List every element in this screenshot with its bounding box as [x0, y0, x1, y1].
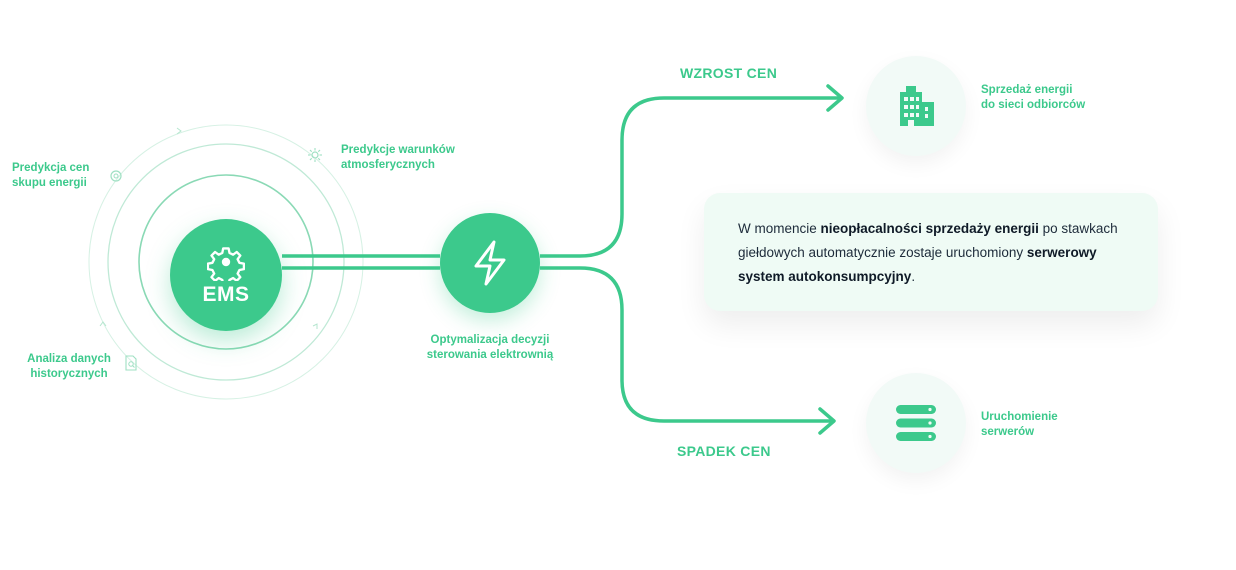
optimization-node	[440, 213, 540, 313]
weather-prediction-label: Predykcje warunków atmosferycznych	[341, 143, 455, 173]
info-text-2: po stawkach giełdowych automatycznie zos…	[738, 221, 1118, 260]
server-start-node	[866, 373, 966, 473]
server-start-line2: serwerów	[981, 426, 1035, 438]
server-icon	[896, 405, 936, 441]
ems-node: EMS	[170, 219, 282, 331]
optimization-line2: sterowania elektrownią	[426, 349, 554, 361]
orbit-ring-middle	[107, 143, 345, 381]
orbit-arrow-left	[99, 321, 107, 327]
lightning-bolt-icon	[474, 240, 506, 286]
energy-sale-line1: Sprzedaż energii	[981, 84, 1073, 96]
history-analysis-line1: Analiza danych	[27, 353, 111, 365]
info-box: W momencie nieopłacalności sprzedaży ene…	[704, 193, 1158, 311]
orbit-arrow-right	[312, 323, 318, 329]
weather-prediction-line1: Predykcje warunków	[341, 144, 455, 156]
branch-up-arrowhead	[826, 84, 844, 112]
server-start-label: Uruchomienie serwerów	[981, 410, 1058, 440]
orbit-ring-inner	[138, 174, 314, 350]
optimization-label: Optymalizacja decyzji sterowania elektro…	[410, 333, 570, 363]
info-text-3: .	[911, 269, 916, 284]
info-bold-1: nieopłacalności sprzedaży energii	[820, 221, 1039, 236]
gear-icon	[207, 247, 245, 281]
history-analysis-label: Analiza danych historycznych	[20, 352, 118, 382]
orbit-arrow-top	[176, 127, 182, 135]
price-up-label: WZROST CEN	[680, 65, 778, 81]
info-text-1: W momencie	[738, 221, 821, 236]
ems-label: EMS	[202, 283, 250, 306]
price-down-label: SPADEK CEN	[677, 443, 771, 459]
branch-down-arrowhead	[818, 407, 836, 435]
weather-prediction-line2: atmosferycznych	[341, 159, 435, 171]
optimization-line1: Optymalizacja decyzji	[430, 334, 550, 346]
branch-down-line	[540, 266, 832, 423]
history-analysis-line2: historycznych	[30, 368, 108, 380]
coin-icon	[110, 170, 122, 182]
energy-sale-node	[866, 56, 966, 156]
branch-up-line	[540, 96, 840, 258]
price-prediction-line2: skupu energii	[12, 177, 87, 189]
document-search-icon	[125, 355, 137, 371]
energy-sale-line2: do sieci odbiorców	[981, 99, 1086, 111]
building-icon	[900, 86, 934, 126]
orbit-ring-outer	[88, 124, 364, 400]
price-prediction-label: Predykcja cen skupu energii	[12, 161, 89, 191]
server-start-line1: Uruchomienie	[981, 411, 1058, 423]
price-prediction-line1: Predykcja cen	[12, 162, 90, 174]
energy-sale-label: Sprzedaż energii do sieci odbiorców	[981, 83, 1085, 113]
sun-icon	[308, 148, 322, 162]
info-bold-2: serwerowy system autokonsumpcyjny	[738, 245, 1097, 284]
